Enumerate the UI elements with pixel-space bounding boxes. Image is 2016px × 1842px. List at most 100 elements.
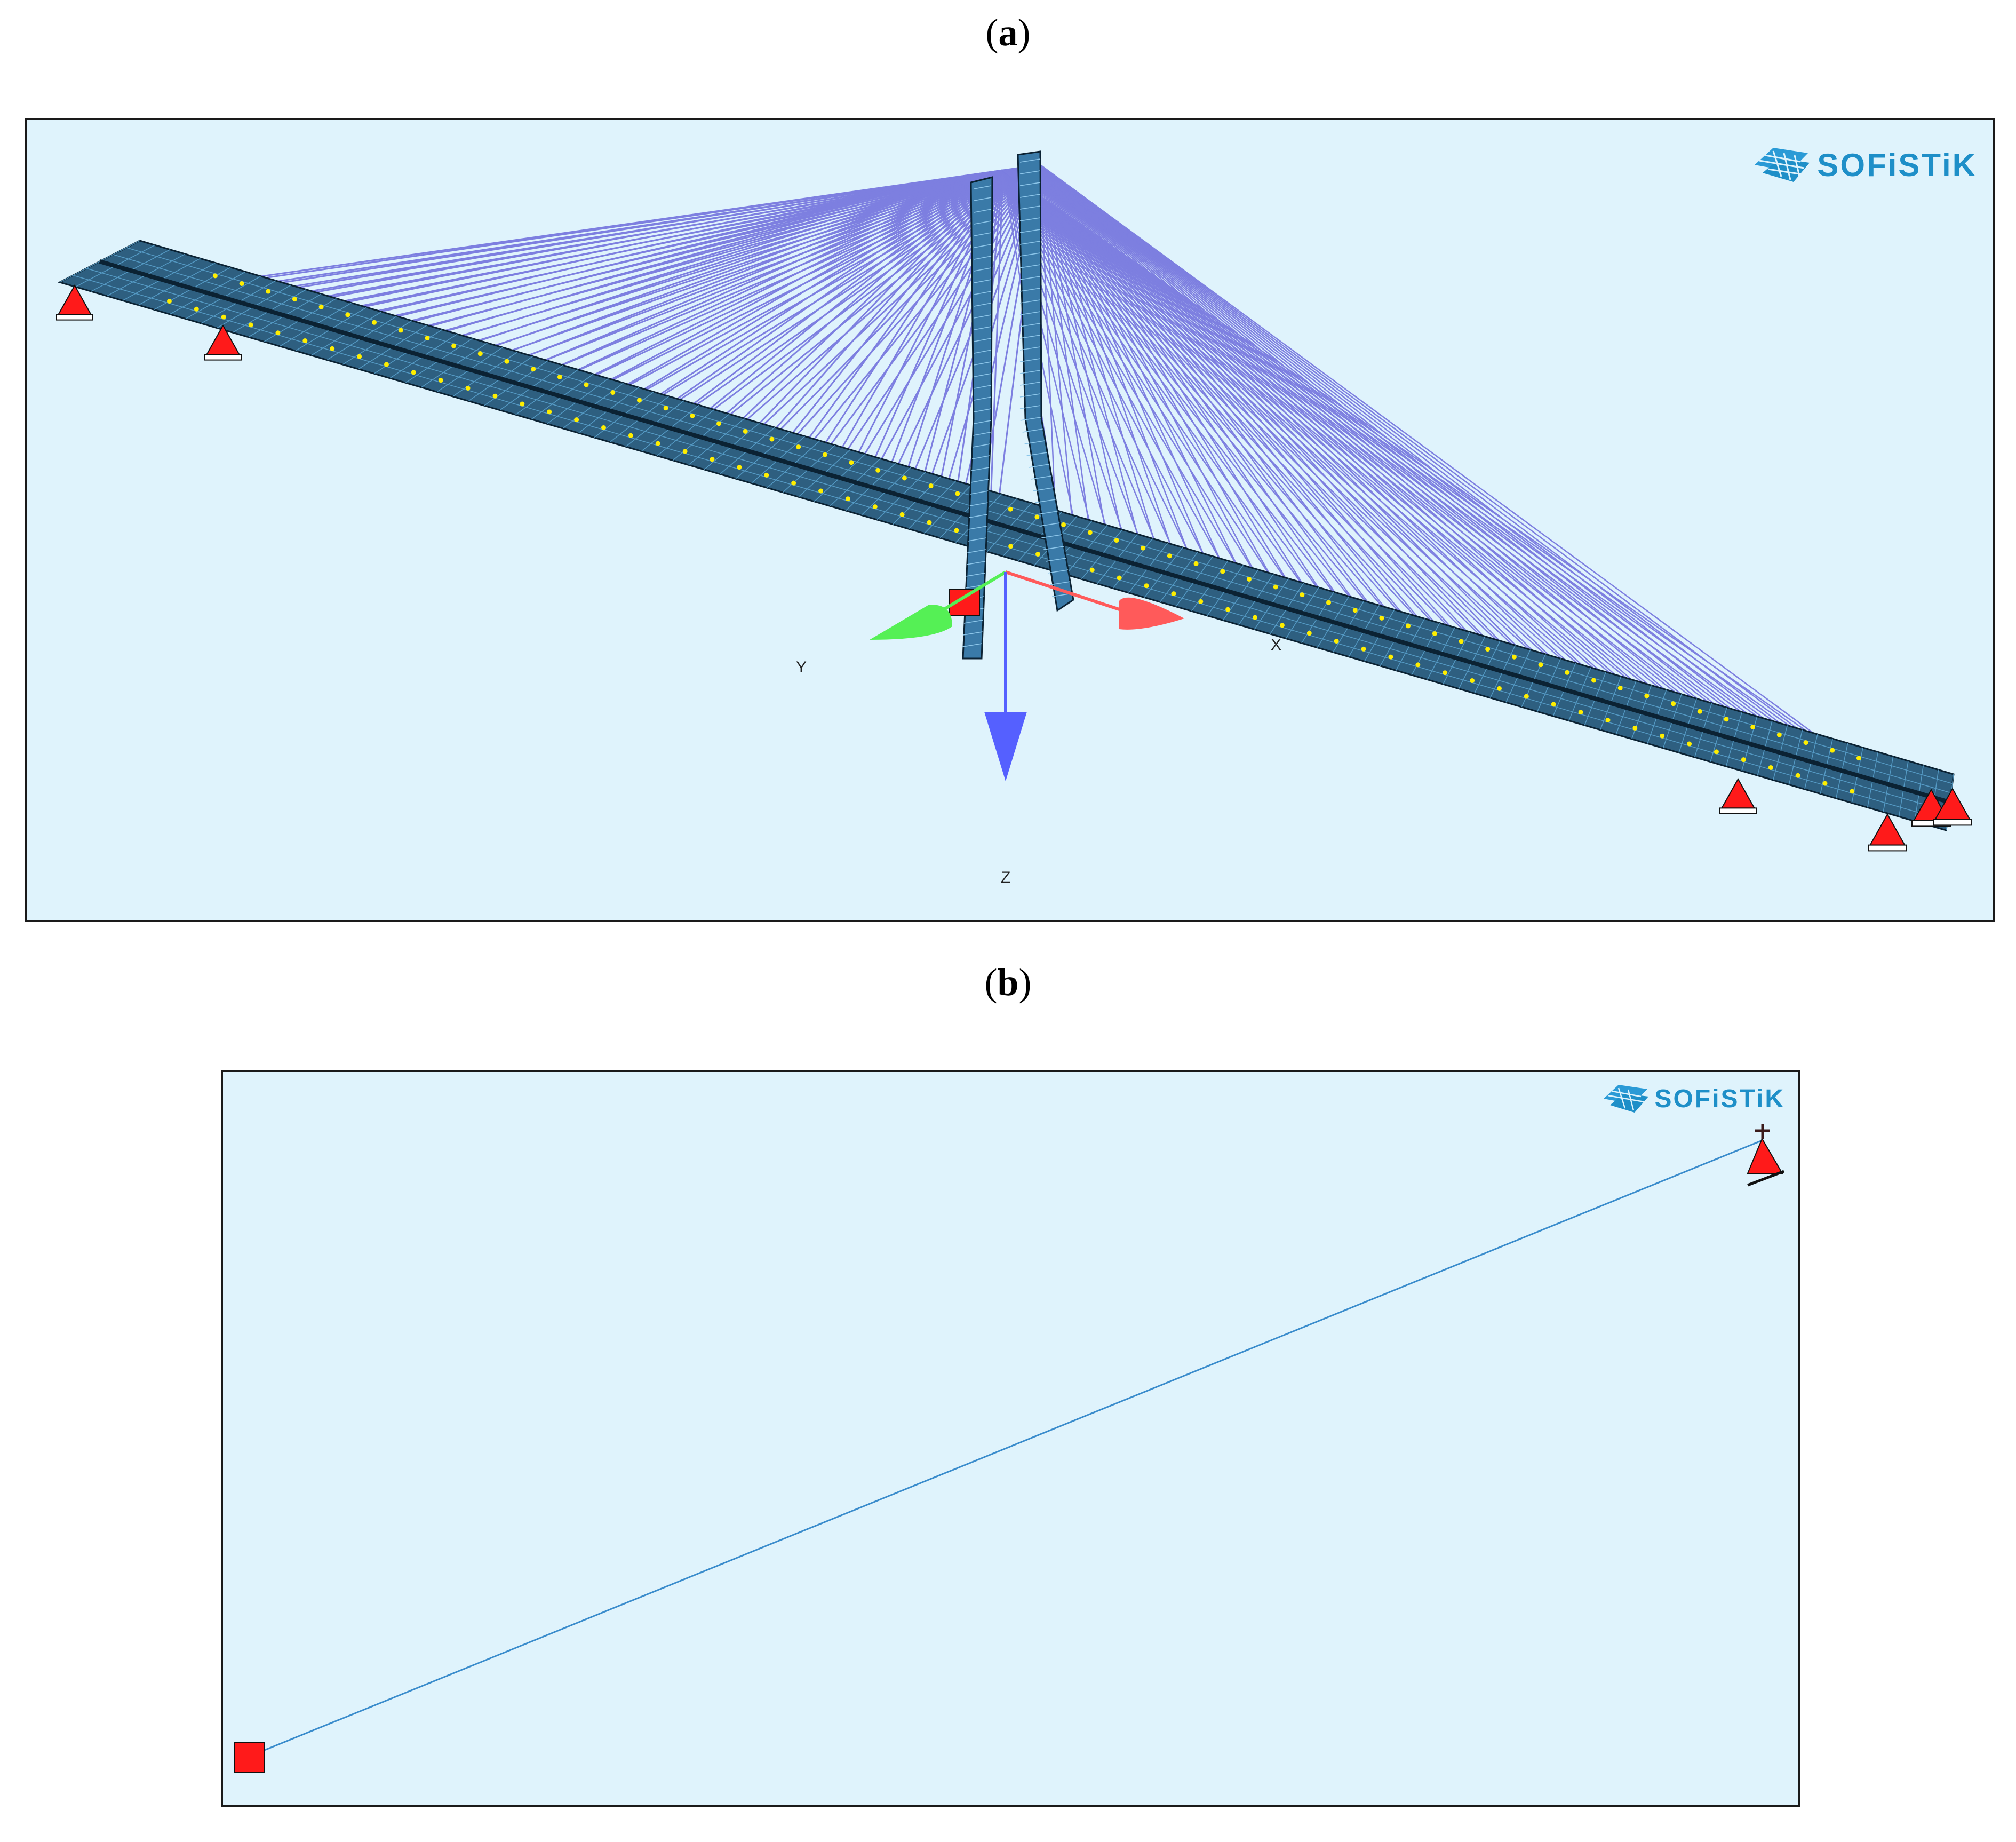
anchor-node — [928, 483, 934, 488]
support-triangle — [1869, 813, 1906, 846]
stay-cable — [1002, 170, 1613, 704]
mesh-line — [1024, 440, 1045, 444]
mesh-line — [963, 631, 983, 636]
anchor-node — [438, 378, 443, 383]
anchor-node — [1379, 615, 1384, 621]
anchor-node — [520, 401, 525, 407]
mesh-line — [974, 197, 992, 201]
anchor-node — [411, 370, 416, 375]
anchor-node — [902, 475, 907, 481]
anchor-node — [849, 460, 854, 465]
stay-cable — [1002, 169, 1862, 777]
anchor-node — [737, 465, 742, 470]
anchor-node — [1087, 530, 1093, 535]
mesh-line — [962, 643, 983, 647]
axis-label-x: X — [1271, 636, 1282, 654]
anchor-node — [1443, 670, 1448, 676]
anchor-node — [1008, 506, 1013, 512]
stay-cable — [735, 169, 1004, 448]
anchor-node — [1459, 639, 1464, 644]
anchor-node — [1253, 615, 1258, 620]
stay-cable — [1040, 164, 1732, 736]
support-triangle — [1747, 1137, 1783, 1174]
anchor-node — [628, 433, 633, 438]
anchor-node — [1496, 686, 1502, 691]
caption-a-letter: a — [998, 11, 1018, 54]
stay-cable — [1002, 170, 1258, 600]
stay-cable — [1040, 164, 1519, 674]
anchor-node — [796, 444, 801, 450]
mesh-line — [1033, 487, 1054, 491]
anchor-node — [690, 413, 695, 418]
mesh-line — [1019, 205, 1041, 210]
anchor-node — [927, 520, 932, 525]
anchor-node — [266, 289, 271, 294]
stay-cable — [1002, 170, 1382, 637]
stay-cable — [1002, 170, 1240, 595]
mesh-line — [974, 373, 992, 377]
anchor-node — [1406, 623, 1411, 629]
anchor-node — [1171, 591, 1176, 597]
stay-cable — [1002, 170, 1294, 611]
mesh-line — [974, 303, 992, 307]
stay-cable — [1002, 169, 1808, 761]
anchor-node — [239, 281, 244, 286]
stay-cable — [699, 169, 1003, 438]
stay-cable — [663, 169, 1003, 427]
anchor-node — [318, 304, 324, 309]
cable-element — [248, 1140, 1762, 1758]
stay-cable — [645, 169, 1003, 422]
anchor-node — [663, 406, 668, 411]
mesh-line — [974, 279, 992, 283]
sofistik-logo: SOFiSTiK — [1752, 144, 1977, 186]
panel-a-bridge-model: SOFiSTiK Y X Z — [25, 118, 1995, 922]
mesh-line — [974, 361, 992, 366]
mesh-line — [1029, 464, 1049, 468]
stay-cable — [717, 169, 1004, 443]
mesh-line — [972, 455, 990, 459]
anchor-node — [1538, 662, 1543, 668]
mesh-line — [974, 291, 992, 295]
anchor-node — [330, 346, 335, 351]
anchor-node — [465, 385, 471, 391]
axis-y-arrowhead — [870, 605, 952, 640]
stay-cable — [1002, 170, 1595, 699]
anchor-node — [275, 330, 281, 336]
anchor-node — [1750, 724, 1756, 729]
stay-cable — [1002, 170, 1702, 731]
anchor-node — [1114, 538, 1119, 543]
anchor-node — [1578, 710, 1583, 715]
mesh-line — [968, 526, 987, 530]
anchor-node — [1352, 608, 1358, 613]
mesh-line — [974, 338, 992, 342]
mesh-line — [1041, 534, 1062, 538]
anchor-node — [1795, 773, 1800, 778]
stay-cable — [1002, 169, 1879, 782]
support-icon — [1719, 777, 1757, 814]
stay-cable — [1002, 170, 1347, 626]
stay-cables — [192, 164, 1879, 782]
anchor-node — [451, 343, 457, 348]
stay-cable — [1002, 170, 1648, 715]
anchor-node — [1565, 670, 1570, 675]
stay-cable — [753, 170, 1004, 454]
mesh-line — [1019, 276, 1041, 280]
anchor-node — [1220, 569, 1225, 574]
mesh-line — [967, 549, 986, 553]
anchor-node — [1632, 725, 1638, 731]
mesh-line — [1019, 335, 1041, 339]
axis-z-arrowhead — [984, 712, 1027, 781]
mesh-line — [1019, 158, 1041, 163]
anchor-node — [1687, 741, 1692, 747]
anchor-node — [166, 298, 172, 304]
mesh-line — [971, 467, 990, 471]
stay-cable — [1002, 169, 1844, 772]
mesh-line — [1020, 417, 1041, 421]
anchor-node — [818, 488, 824, 494]
caption-b-letter: b — [997, 961, 1019, 1004]
anchor-node — [1671, 701, 1676, 706]
stay-cable — [1002, 170, 1329, 621]
mesh-line — [974, 326, 992, 330]
anchor-node — [1850, 789, 1855, 794]
logo-text: SOFiSTiK — [1817, 147, 1977, 183]
